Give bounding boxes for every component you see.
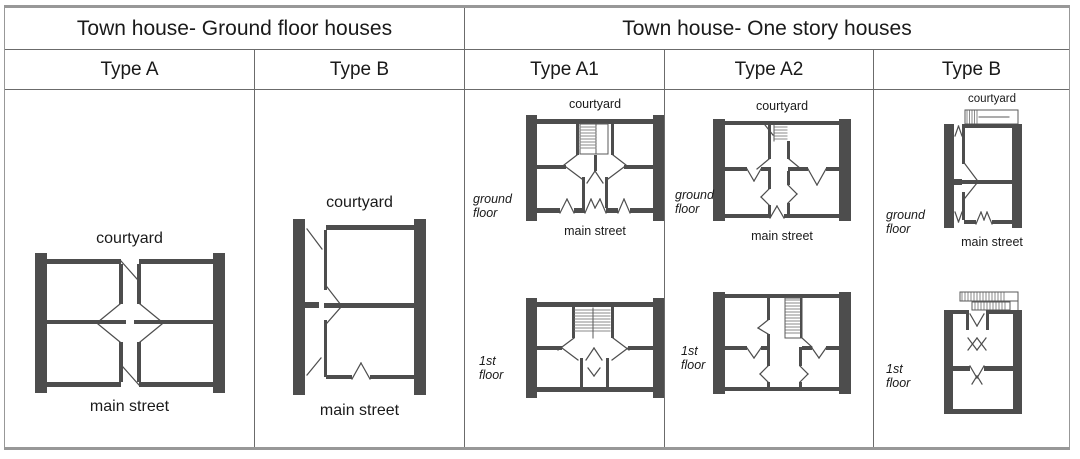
- floorplan-type-b-ground: [293, 218, 426, 395]
- cell-type-a1: courtyard: [465, 90, 665, 447]
- type-header-b-one-story: Type B: [874, 50, 1069, 90]
- floor-label-first: 1st floor: [886, 362, 911, 391]
- floorplan-type-a1-ground: [526, 115, 664, 221]
- section-title-text: Town house- Ground floor houses: [76, 16, 393, 40]
- floorplan-type-a: [34, 252, 225, 393]
- floor-label-ground: ground floor: [473, 192, 512, 221]
- floorplan-type-a2-ground: [713, 119, 851, 221]
- main-street-label: main street: [89, 397, 170, 415]
- section-title-text: Town house- One story houses: [622, 16, 912, 40]
- floorplan-type-b-one-story-first: [944, 291, 1022, 414]
- main-street-label: main street: [564, 224, 626, 238]
- cell-type-a: courtyard main str: [5, 90, 255, 447]
- plan-block-type-a: courtyard main str: [5, 230, 254, 415]
- floorplan-type-a2-first: [713, 292, 851, 394]
- courtyard-label: courtyard: [96, 230, 163, 247]
- section-title-ground-floor-houses: Town house- Ground floor houses: [5, 8, 465, 50]
- courtyard-label: courtyard: [968, 93, 1016, 105]
- housing-typology-table: Town house- Ground floor houses Town hou…: [4, 5, 1070, 450]
- cell-type-a2: courtyard: [665, 90, 874, 447]
- floorplan-type-b-one-story-ground: [944, 109, 1022, 228]
- type-header-a2: Type A2: [665, 50, 874, 90]
- floor-label-first: 1st floor: [681, 344, 706, 373]
- main-street-label: main street: [961, 235, 1023, 249]
- courtyard-label: courtyard: [755, 99, 809, 113]
- courtyard-label: courtyard: [568, 97, 622, 111]
- plan-block-type-b: courtyard main street: [255, 194, 464, 419]
- cell-type-b-ground: courtyard main street: [255, 90, 465, 447]
- floor-label-ground: ground floor: [886, 208, 925, 237]
- type-header-b: Type B: [255, 50, 465, 90]
- floor-label-ground: ground floor: [675, 188, 714, 217]
- main-street-label: main street: [319, 401, 400, 419]
- courtyard-label: courtyard: [326, 194, 393, 211]
- floorplan-type-a1-first: [526, 298, 664, 398]
- cell-type-b-one-story: courtyard ground floor main street: [874, 90, 1069, 447]
- section-title-one-story-houses: Town house- One story houses: [465, 8, 1069, 50]
- type-header-a1: Type A1: [465, 50, 665, 90]
- floor-label-first: 1st floor: [479, 354, 504, 383]
- type-header-a: Type A: [5, 50, 255, 90]
- main-street-label: main street: [751, 229, 813, 243]
